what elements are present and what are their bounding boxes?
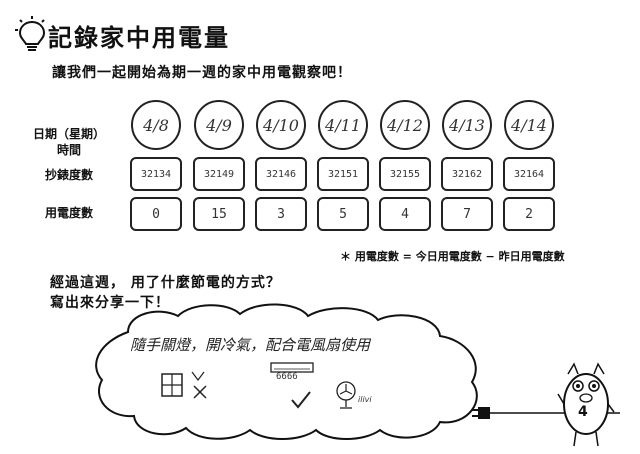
date-cell: 4/14 <box>504 100 554 150</box>
row-label-date-line1: 日期（星期） <box>32 127 105 141</box>
row-label-usage: 用電度數 <box>44 206 93 220</box>
date-cell: 4/8 <box>131 100 181 150</box>
usage-cell: 0 <box>130 197 182 231</box>
mascot-number: 4 <box>578 404 588 420</box>
usage-cell: 15 <box>193 197 245 231</box>
mascot-icon <box>557 362 615 447</box>
air-conditioner-icon <box>270 362 314 373</box>
fan-icon <box>336 381 356 409</box>
window-sketch-icon <box>161 371 207 399</box>
usage-cell: 2 <box>503 197 555 231</box>
reading-cell: 32151 <box>317 157 369 191</box>
row-label-date-line2: 時間 <box>56 143 81 157</box>
mascot: 4 <box>556 360 616 450</box>
row-label-reading: 抄錶度數 <box>44 168 93 182</box>
answer-handwriting: 隨手關燈，開冷氣，配合電風扇使用 <box>130 336 371 354</box>
date-cell: 4/9 <box>194 100 244 150</box>
reading-cell: 32134 <box>130 157 182 191</box>
date-cell: 4/11 <box>318 100 368 150</box>
reading-cell: 32164 <box>503 157 555 191</box>
sketch-reading-text: 6666 <box>276 372 298 382</box>
question-line-2: 寫出來分享一下！ <box>50 295 170 311</box>
intro-text: 讓我們一起開始為期一週的家中用電觀察吧！ <box>52 65 352 81</box>
date-cell: 4/12 <box>380 100 430 150</box>
reading-cell: 32149 <box>193 157 245 191</box>
checkmark-icon <box>291 391 311 409</box>
lightbulb-icon <box>15 16 46 51</box>
usage-cell: 7 <box>441 197 493 231</box>
reading-cell: 32162 <box>441 157 493 191</box>
date-cell: 4/13 <box>442 100 492 150</box>
formula-note: ＊ 用電度數 = 今日用電度數 − 昨日用電度數 <box>340 250 565 263</box>
usage-cell: 4 <box>379 197 431 231</box>
sketch-fan-text: ilivi <box>358 395 372 404</box>
question-line-1: 經過這週， 用了什麼節電的方式？ <box>50 275 281 291</box>
usage-cell: 5 <box>317 197 369 231</box>
reading-cell: 32146 <box>255 157 307 191</box>
usage-cell: 3 <box>255 197 307 231</box>
row-label-date: 日期（星期） 時間 <box>26 126 112 158</box>
thought-cloud <box>95 303 478 440</box>
reading-cell: 32155 <box>379 157 431 191</box>
date-cell: 4/10 <box>256 100 306 150</box>
page-title: 記錄家中用電量 <box>48 24 230 52</box>
